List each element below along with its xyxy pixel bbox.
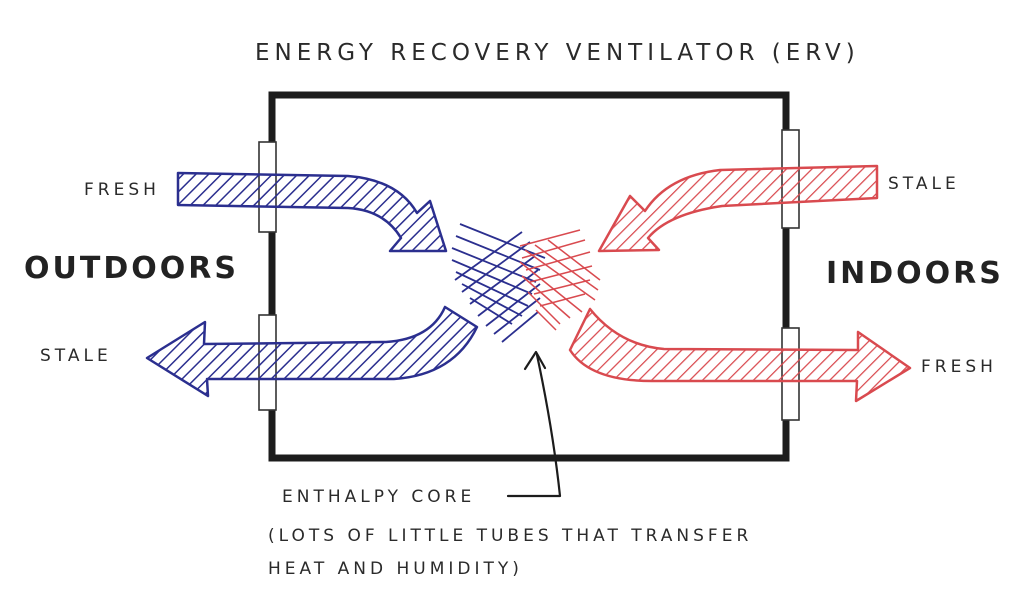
indoors-label: INDOORS	[826, 256, 1004, 291]
fresh-supply-arrow	[568, 307, 912, 403]
enthalpy-core-label: ENTHALPY CORE	[282, 487, 476, 507]
diagram-title: ENERGY RECOVERY VENTILATOR (ERV)	[255, 40, 860, 66]
core-red-channels	[519, 229, 601, 331]
stale-intake-arrow	[597, 164, 879, 253]
outdoor-stale-label: STALE	[40, 346, 112, 366]
enthalpy-core	[451, 223, 601, 343]
indoor-fresh-label: FRESH	[921, 357, 997, 377]
stale-exhaust-arrow	[145, 305, 479, 398]
fresh-intake-arrow	[176, 171, 448, 253]
outdoor-fresh-label: FRESH	[84, 180, 160, 200]
outdoors-label: OUTDOORS	[24, 251, 239, 286]
core-pointer-arrow	[506, 350, 562, 498]
indoor-stale-label: STALE	[888, 174, 960, 194]
ventilator-housing	[268, 91, 790, 462]
enthalpy-core-description: (LOTS OF LITTLE TUBES THAT TRANSFER HEAT…	[268, 526, 753, 579]
core-blue-channels	[451, 223, 546, 343]
